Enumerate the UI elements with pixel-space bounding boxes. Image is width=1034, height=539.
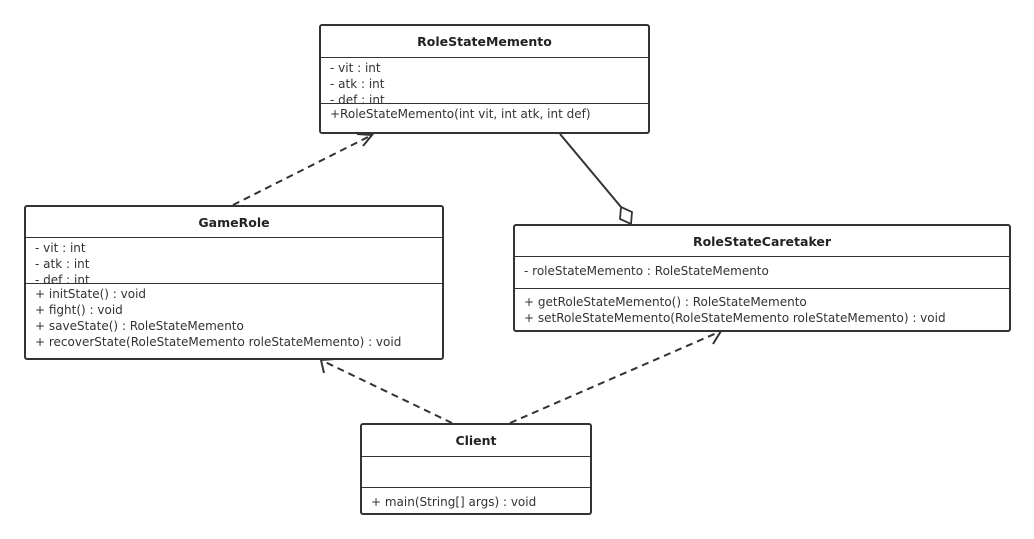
attribute: - vit : int	[330, 61, 381, 75]
operations-compartment: + main(String[] args) : void	[362, 488, 590, 512]
operation: +RoleStateMemento(int vit, int atk, int …	[330, 107, 591, 121]
attributes-compartment: - vit : int - atk : int - def : int	[26, 238, 442, 284]
class-name: RoleStateCaretaker	[515, 226, 1009, 257]
dependency-gamerole-to-memento[interactable]	[232, 133, 375, 206]
class-name: GameRole	[26, 207, 442, 238]
attribute: - def : int	[330, 93, 385, 104]
attribute: - roleStateMemento : RoleStateMemento	[524, 264, 769, 278]
attribute: - vit : int	[35, 241, 86, 255]
attribute: - atk : int	[330, 77, 385, 91]
operation: + main(String[] args) : void	[371, 495, 537, 509]
class-name: RoleStateMemento	[321, 26, 648, 58]
attributes-compartment: - vit : int - atk : int - def : int	[321, 58, 648, 104]
attributes-compartment: - roleStateMemento : RoleStateMemento	[515, 257, 1009, 289]
open-arrowhead-icon	[356, 133, 375, 147]
attributes-compartment	[362, 457, 590, 488]
attribute: - atk : int	[35, 257, 90, 271]
operation: + saveState() : RoleStateMemento	[35, 319, 244, 333]
class-game-role[interactable]: GameRole - vit : int - atk : int - def :…	[24, 205, 444, 360]
operation: + getRoleStateMemento() : RoleStateMemen…	[524, 295, 807, 309]
class-role-state-caretaker[interactable]: RoleStateCaretaker - roleStateMemento : …	[513, 224, 1011, 332]
operation: + recoverState(RoleStateMemento roleStat…	[35, 335, 402, 349]
operation: + fight() : void	[35, 303, 123, 317]
dependency-client-to-caretaker[interactable]	[509, 329, 723, 424]
class-name: Client	[362, 425, 590, 457]
class-client[interactable]: Client + main(String[] args) : void	[360, 423, 592, 515]
operation: + setRoleStateMemento(RoleStateMemento r…	[524, 311, 946, 325]
operations-compartment: +RoleStateMemento(int vit, int atk, int …	[321, 104, 648, 124]
operations-compartment: + initState() : void + fight() : void + …	[26, 284, 442, 352]
operations-compartment: + getRoleStateMemento() : RoleStateMemen…	[515, 289, 1009, 328]
dependency-client-to-gamerole[interactable]	[319, 358, 453, 424]
operation: + initState() : void	[35, 287, 147, 301]
hollow-diamond-icon	[619, 205, 633, 226]
aggregation-caretaker-to-memento[interactable]	[559, 133, 633, 226]
attribute: - def : int	[35, 273, 90, 284]
class-role-state-memento[interactable]: RoleStateMemento - vit : int - atk : int…	[319, 24, 650, 134]
